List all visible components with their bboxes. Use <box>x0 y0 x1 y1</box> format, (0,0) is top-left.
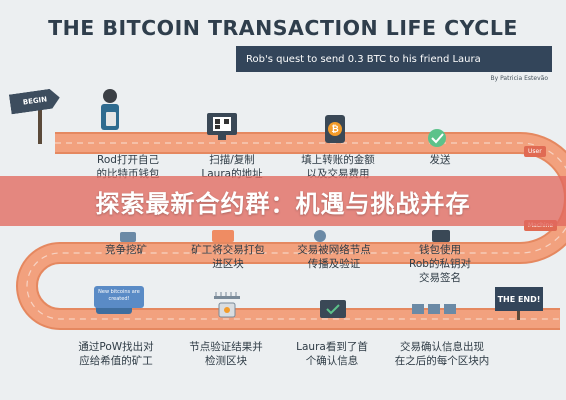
user-tag: User <box>524 146 546 157</box>
step-label: 钱包使用 Rob的私钥对 交易签名 <box>409 244 471 284</box>
step-label: 交易确认信息出现 在之后的每个区块内 <box>394 341 490 367</box>
overlay-banner: 探索最新合约群：机遇与挑战并存 <box>0 176 566 226</box>
blocks-chain-icon <box>412 304 456 314</box>
step-label: 矿工将交易打包 进区块 <box>191 244 265 270</box>
check-icon <box>428 129 446 147</box>
key-sign-icon <box>432 230 450 242</box>
phone-wallet-icon <box>101 89 119 130</box>
step-label: Laura看到了首 个确认信息 <box>296 341 368 367</box>
banner-text: 探索最新合约群：机遇与挑战并存 <box>95 189 471 218</box>
new-bitcoins-bubble: New bitcoins are created! <box>94 286 144 308</box>
bitcoin-phone-icon: ₿ <box>325 115 345 143</box>
confirmation-icon <box>320 300 346 318</box>
step-label: 发送 <box>429 154 451 166</box>
nodes-verify-icon <box>214 292 240 318</box>
qr-code-icon <box>207 113 237 140</box>
subtitle-bar: Rob's quest to send 0.3 BTC to his frien… <box>236 46 552 72</box>
step-label: 通过PoW找出对 应给希值的矿工 <box>78 341 154 367</box>
sign-post <box>38 92 42 144</box>
step-label: 交易被网络节点 传播及验证 <box>297 244 371 270</box>
page-title: THE BITCOIN TRANSACTION LIFE CYCLE <box>48 16 518 40</box>
mining-icon <box>120 232 136 242</box>
step-label: 节点验证结果并 检测区块 <box>189 341 263 367</box>
step-label: 竞争挖矿 <box>105 244 147 256</box>
subtitle-text: Rob's quest to send 0.3 BTC to his frien… <box>246 53 481 65</box>
block-pack-icon <box>212 230 234 242</box>
byline: By Patricia Estevão <box>490 75 549 82</box>
svg-text:₿: ₿ <box>331 124 338 135</box>
network-icon <box>314 230 326 242</box>
end-sign: THE END! <box>495 287 543 311</box>
